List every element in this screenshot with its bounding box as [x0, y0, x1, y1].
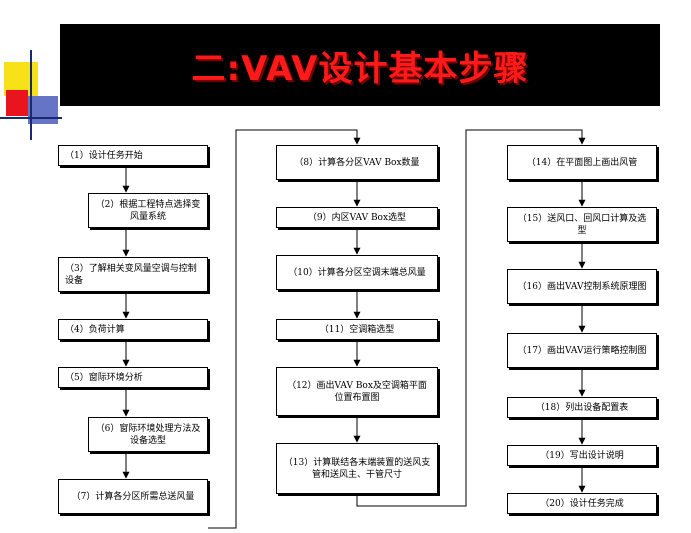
- deco-red-square: [6, 90, 28, 116]
- step-17-box: （17）画出VAV运行策略控制图: [507, 333, 657, 368]
- step-2-label: （2）根据工程特点选择变风量系统: [95, 199, 201, 222]
- step-1-label: （1）设计任务开始: [65, 150, 143, 161]
- deco-horizontal-line: [0, 117, 62, 119]
- step-2-box: （2）根据工程特点选择变风量系统: [88, 193, 208, 228]
- step-1-box: （1）设计任务开始: [58, 145, 208, 166]
- step-4-label: （4）负荷计算: [65, 324, 125, 335]
- step-9-box: （9）内区VAV Box选型: [276, 207, 438, 228]
- step-5-box: （5）窗际环境分析: [58, 367, 208, 388]
- step-12-label: （12）画出VAV Box及空调箱平面位置布置图: [287, 380, 427, 403]
- step-7-label: （7）计算各分区所需总送风量: [71, 491, 195, 502]
- step-19-box: （19）写出设计说明: [507, 445, 657, 466]
- step-12-box: （12）画出VAV Box及空调箱平面位置布置图: [276, 367, 438, 416]
- step-17-label: （17）画出VAV运行策略控制图: [517, 345, 647, 356]
- step-11-label: （11）空调箱选型: [319, 324, 395, 335]
- step-18-box: （18）列出设备配置表: [507, 397, 657, 418]
- arrow-7-8: [208, 129, 361, 529]
- step-15-label: （15）送风口、回风口计算及选型: [517, 213, 647, 236]
- step-20-label: （20）设计任务完成: [540, 498, 624, 509]
- step-8-box: （8）计算各分区VAV Box数量: [276, 145, 438, 180]
- deco-blue-square: [28, 96, 58, 124]
- deco-vertical-line: [30, 50, 32, 140]
- step-14-box: （14）在平面图上画出风管: [507, 145, 657, 180]
- step-9-label: （9）内区VAV Box选型: [307, 212, 407, 223]
- step-6-label: （6）窗际环境处理方法及设备选型: [95, 423, 201, 446]
- step-15-box: （15）送风口、回风口计算及选型: [507, 207, 657, 242]
- step-13-label: （13）计算联结各末端装置的送风支管和送风主、干管尺寸: [283, 457, 431, 480]
- step-20-box: （20）设计任务完成: [507, 493, 657, 514]
- title-bar: 二:VAV设计基本步骤: [60, 24, 660, 106]
- step-16-label: （16）画出VAV控制系统原理图: [517, 281, 647, 292]
- step-10-box: （10）计算各分区空调末端总风量: [276, 255, 438, 290]
- step-3-label: （3）了解相关变风量空调与控制设备: [65, 263, 197, 286]
- step-11-box: （11）空调箱选型: [276, 319, 438, 340]
- step-6-box: （6）窗际环境处理方法及设备选型: [88, 417, 208, 452]
- step-19-label: （19）写出设计说明: [540, 450, 624, 461]
- step-18-label: （18）列出设备配置表: [535, 402, 629, 413]
- step-10-label: （10）计算各分区空调末端总风量: [288, 267, 426, 278]
- step-13-box: （13）计算联结各末端装置的送风支管和送风主、干管尺寸: [276, 443, 438, 494]
- step-7-box: （7）计算各分区所需总送风量: [58, 479, 208, 514]
- step-5-label: （5）窗际环境分析: [65, 372, 143, 383]
- step-8-label: （8）计算各分区VAV Box数量: [294, 157, 420, 168]
- step-3-box: （3）了解相关变风量空调与控制设备: [58, 257, 208, 292]
- step-14-label: （14）在平面图上画出风管: [526, 157, 638, 168]
- slide-title: 二:VAV设计基本步骤: [191, 48, 529, 89]
- step-4-box: （4）负荷计算: [58, 319, 208, 340]
- step-16-box: （16）画出VAV控制系统原理图: [507, 269, 657, 304]
- arrow-13-14: [356, 129, 586, 507]
